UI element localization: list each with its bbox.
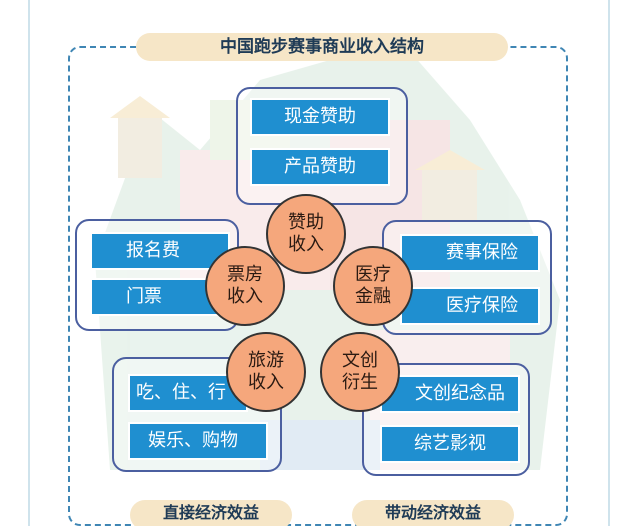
hub-tourism-income: 旅游 收入 xyxy=(226,332,306,412)
hub-label-line1: 赞助 xyxy=(288,212,324,233)
tag-product-sponsorship: 产品赞助 xyxy=(250,148,390,186)
tag-entertainment-shopping: 娱乐、购物 xyxy=(128,422,268,460)
hub-label-line1: 医疗 xyxy=(355,264,391,285)
tag-event-insurance: 赛事保险 xyxy=(400,234,540,272)
tag-registration-fee: 报名费 xyxy=(90,232,230,270)
hub-label-line1: 文创 xyxy=(342,350,378,371)
hub-label-line2: 金融 xyxy=(355,286,391,307)
hub-label-line2: 收入 xyxy=(288,234,324,255)
tag-medical-insurance: 医疗保险 xyxy=(400,287,540,325)
tag-souvenirs: 文创纪念品 xyxy=(380,375,520,413)
footer-direct-benefit: 直接经济效益 xyxy=(130,500,292,526)
tag-cash-sponsorship: 现金赞助 xyxy=(250,98,390,136)
hub-label-line2: 衍生 xyxy=(342,372,378,393)
footer-indirect-benefit: 带动经济效益 xyxy=(352,500,514,526)
hub-box-office-income: 票房 收入 xyxy=(205,246,285,326)
hub-label-line1: 票房 xyxy=(227,264,263,285)
hub-label-line2: 收入 xyxy=(248,372,284,393)
left-edge-line xyxy=(28,0,30,526)
diagram-title: 中国跑步赛事商业收入结构 xyxy=(136,33,508,61)
hub-label-line1: 旅游 xyxy=(248,350,284,371)
hub-medical-finance: 医疗 金融 xyxy=(333,246,413,326)
hub-label-line2: 收入 xyxy=(227,286,263,307)
right-edge-line xyxy=(608,0,610,526)
hub-sponsorship-income: 赞助 收入 xyxy=(266,194,346,274)
tag-variety-film: 综艺影视 xyxy=(380,425,520,463)
hub-creative-derivatives: 文创 衍生 xyxy=(320,332,400,412)
